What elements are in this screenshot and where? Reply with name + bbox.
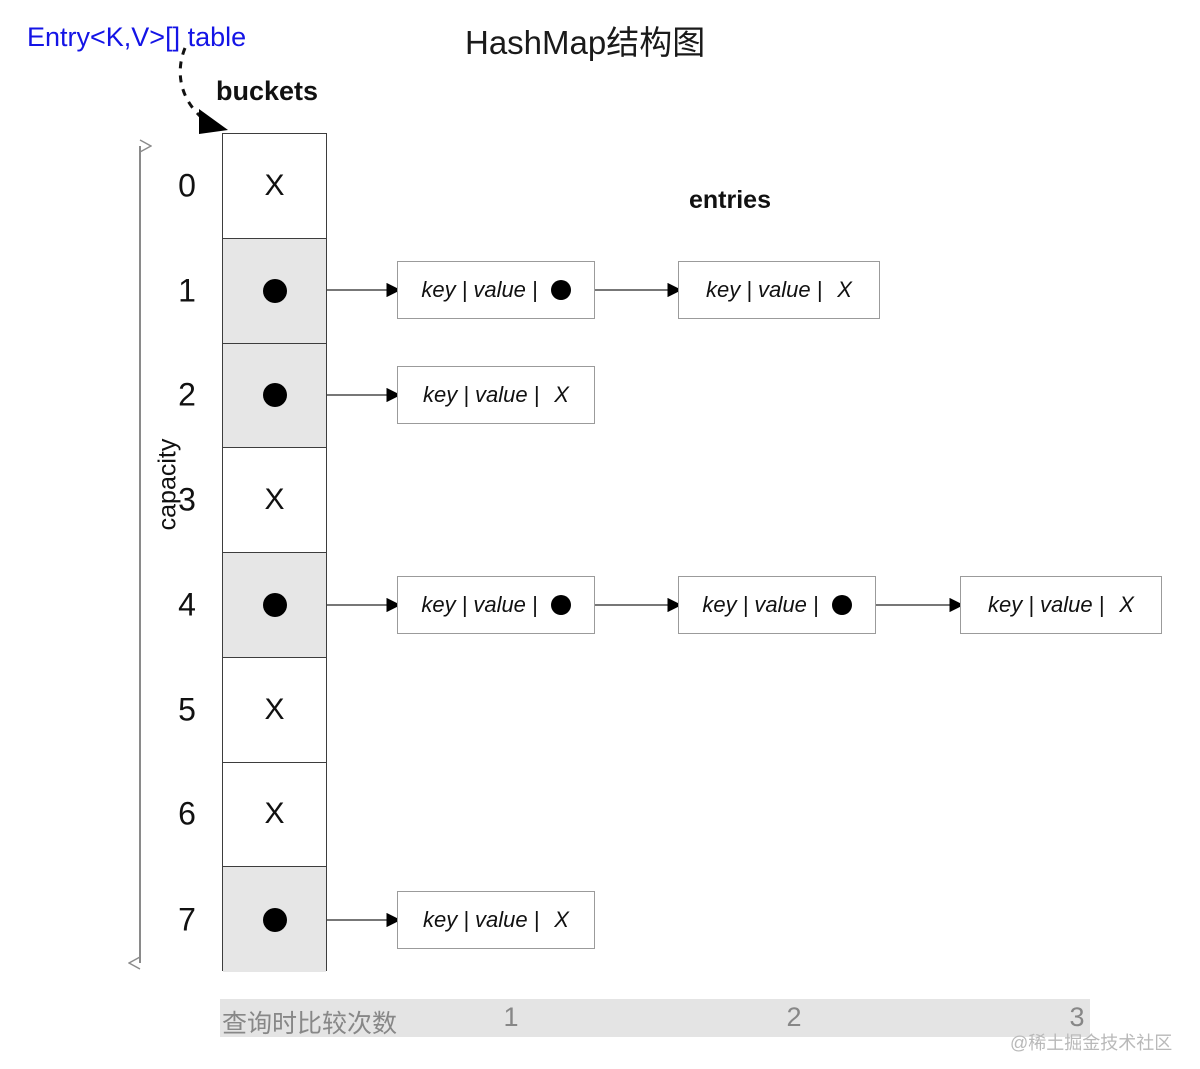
null-marker-icon: X bbox=[264, 168, 285, 202]
null-marker-icon: X bbox=[264, 797, 285, 831]
entry-value: value bbox=[474, 382, 528, 407]
entry-separator: | bbox=[463, 382, 469, 407]
null-marker-icon: X bbox=[264, 692, 285, 726]
entry-separator: | bbox=[461, 277, 468, 302]
next-null-marker-icon: X bbox=[1119, 592, 1134, 617]
footer-band bbox=[220, 999, 1090, 1037]
bucket-cell-6[interactable]: 6 X bbox=[178, 762, 326, 868]
entry-separator: | bbox=[461, 592, 468, 617]
table-reference-label: Entry<K,V>[] table bbox=[27, 22, 247, 52]
bucket-cell-4[interactable]: 4 bbox=[178, 553, 326, 658]
table-pointer-dashed-line bbox=[178, 47, 202, 118]
next-pointer-dot-icon bbox=[550, 280, 571, 300]
pointer-dot-icon bbox=[262, 907, 287, 932]
entry-value: value bbox=[473, 277, 526, 302]
entry-node-b4-2[interactable]: key | value | X bbox=[960, 576, 1162, 634]
entry-key: key bbox=[421, 592, 456, 617]
entry-key: key bbox=[423, 907, 458, 932]
next-null-marker-icon: X bbox=[554, 907, 569, 932]
entry-separator: | bbox=[533, 907, 540, 932]
bucket-cell-2[interactable]: 2 bbox=[178, 343, 326, 449]
entry-value: value bbox=[1039, 592, 1093, 617]
bucket-index-7: 7 bbox=[178, 901, 196, 938]
bucket-index-3: 3 bbox=[178, 481, 196, 518]
entry-value: value bbox=[474, 907, 528, 932]
bucket-index-5: 5 bbox=[178, 691, 196, 728]
pointer-dot-icon bbox=[262, 383, 287, 408]
entry-key: key bbox=[702, 592, 737, 617]
footer-label: 查询时比较次数 bbox=[222, 1010, 398, 1038]
bucket-array: 0 X 1 2 3 X 4 5 X 6 X 7 bbox=[178, 133, 327, 972]
pointer-dot-icon bbox=[262, 278, 287, 303]
entry-node-b1-0[interactable]: key | value | bbox=[397, 261, 595, 319]
entry-node-b1-1[interactable]: key | value | X bbox=[678, 261, 880, 319]
bucket-index-2: 2 bbox=[178, 376, 196, 413]
entry-separator: | bbox=[812, 592, 819, 617]
entry-separator: | bbox=[746, 277, 752, 302]
table-pointer-arrowhead bbox=[199, 109, 228, 134]
footer-count-3: 3 bbox=[1069, 1002, 1085, 1032]
pointer-dot-icon bbox=[262, 592, 287, 617]
entry-separator: | bbox=[1028, 592, 1034, 617]
footer-count-2: 2 bbox=[786, 1002, 802, 1032]
entry-key: key bbox=[421, 277, 456, 302]
entry-value: value bbox=[754, 592, 807, 617]
next-null-marker-icon: X bbox=[554, 382, 569, 407]
bucket-index-4: 4 bbox=[178, 586, 196, 623]
entry-key: key bbox=[423, 382, 458, 407]
entry-key: key bbox=[988, 592, 1023, 617]
null-marker-icon: X bbox=[264, 483, 285, 517]
watermark: @稀土掘金技术社区 bbox=[1010, 1033, 1173, 1053]
page-title: HashMap结构图 bbox=[465, 24, 706, 61]
bucket-index-6: 6 bbox=[178, 795, 196, 832]
entry-node-b4-0[interactable]: key | value | bbox=[397, 576, 595, 634]
entry-separator: | bbox=[531, 277, 538, 302]
entry-value: value bbox=[473, 592, 526, 617]
bucket-cell-7[interactable]: 7 bbox=[178, 867, 326, 972]
entries-label: entries bbox=[689, 186, 771, 214]
entry-separator: | bbox=[533, 382, 540, 407]
entry-node-b7-0[interactable]: key | value | X bbox=[397, 891, 595, 949]
entry-separator: | bbox=[1098, 592, 1105, 617]
entry-separator: | bbox=[531, 592, 538, 617]
entry-node-b2-0[interactable]: key | value | X bbox=[397, 366, 595, 424]
entry-separator: | bbox=[742, 592, 749, 617]
buckets-label: buckets bbox=[216, 76, 319, 106]
bucket-cell-1[interactable]: 1 bbox=[178, 238, 326, 344]
entry-node-b4-1[interactable]: key | value | bbox=[678, 576, 876, 634]
entry-separator: | bbox=[816, 277, 823, 302]
bucket-cell-5[interactable]: 5 X bbox=[178, 657, 326, 763]
bucket-index-0: 0 bbox=[178, 167, 196, 204]
entry-separator: | bbox=[463, 907, 469, 932]
bucket-cell-3[interactable]: 3 X bbox=[178, 448, 326, 553]
next-null-marker-icon: X bbox=[837, 277, 852, 302]
entry-key: key bbox=[706, 277, 741, 302]
next-pointer-dot-icon bbox=[831, 595, 852, 615]
entry-value: value bbox=[757, 277, 811, 302]
next-pointer-dot-icon bbox=[550, 595, 571, 615]
bucket-cell-0[interactable]: 0 X bbox=[178, 134, 326, 239]
footer-count-1: 1 bbox=[503, 1002, 519, 1032]
bucket-index-1: 1 bbox=[178, 272, 196, 309]
